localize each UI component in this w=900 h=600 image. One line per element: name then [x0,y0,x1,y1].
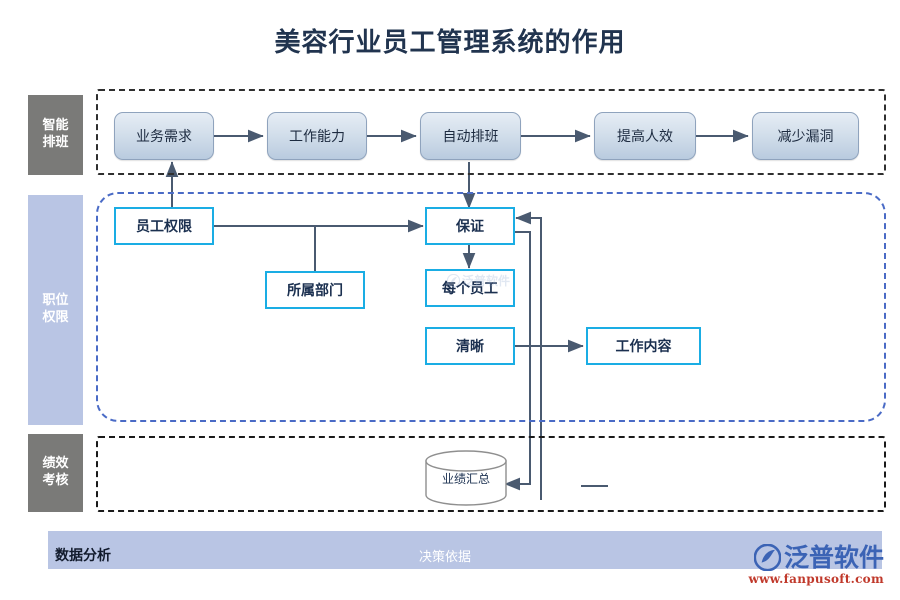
node-every-employee[interactable]: 每个员工 [425,269,515,307]
node-work-content[interactable]: 工作内容 [586,327,701,365]
node-label: 业务需求 [136,129,192,145]
node-label: 业绩汇总 [441,471,490,486]
group-frame-position-permission [96,192,886,422]
bottom-bar-center-label: 决策依据 [419,550,472,565]
node-label: 自动排班 [442,129,499,145]
logo-name: 泛普软件 [783,543,884,572]
node-label: 清晰 [456,339,484,355]
node-label: 每个员工 [442,281,498,297]
node-business-demand[interactable]: 业务需求 [114,112,214,160]
bottom-bar [48,531,882,569]
node-label: 保证 [456,219,484,235]
bottom-bar-left-label: 数据分析 [55,548,111,564]
row-label-line2: 考核 [42,473,69,488]
node-clear[interactable]: 清晰 [425,327,515,365]
node-label: 所属部门 [287,283,343,299]
node-improve-efficiency[interactable]: 提高人效 [594,112,696,160]
brand-logo: 泛普软件 www.fanpusoft.com [748,543,884,586]
node-staff-permission[interactable]: 员工权限 [114,207,214,245]
row-label-line2: 排班 [42,135,69,150]
group-frame-performance-review [96,436,886,512]
node-label: 减少漏洞 [777,129,834,145]
row-label-line1: 绩效 [42,456,69,472]
row-label-line1: 智能 [42,118,69,134]
node-label: 工作能力 [289,129,345,145]
node-performance-summary[interactable]: 业绩汇总 [425,450,507,506]
row-label-line1: 职位 [42,293,69,309]
page-title: 美容行业员工管理系统的作用 [274,28,626,58]
cylinder-icon [425,450,507,506]
node-label: 员工权限 [136,219,192,235]
logo-mark-icon [753,544,781,571]
node-guarantee[interactable]: 保证 [425,207,515,245]
node-auto-schedule[interactable]: 自动排班 [420,112,521,160]
row-label-smart-scheduling: 智能 排班 [28,95,83,175]
node-reduce-loopholes[interactable]: 减少漏洞 [752,112,859,160]
node-label: 工作内容 [615,339,672,355]
logo-url: www.fanpusoft.com [748,572,884,586]
row-label-line2: 权限 [42,310,69,325]
node-work-ability[interactable]: 工作能力 [267,112,367,160]
group-frame-smart-scheduling [96,89,886,175]
node-department[interactable]: 所属部门 [265,271,365,309]
node-label: 提高人效 [617,129,673,145]
row-label-position-permission: 职位 权限 [28,195,83,425]
row-label-performance-review: 绩效 考核 [28,434,83,512]
